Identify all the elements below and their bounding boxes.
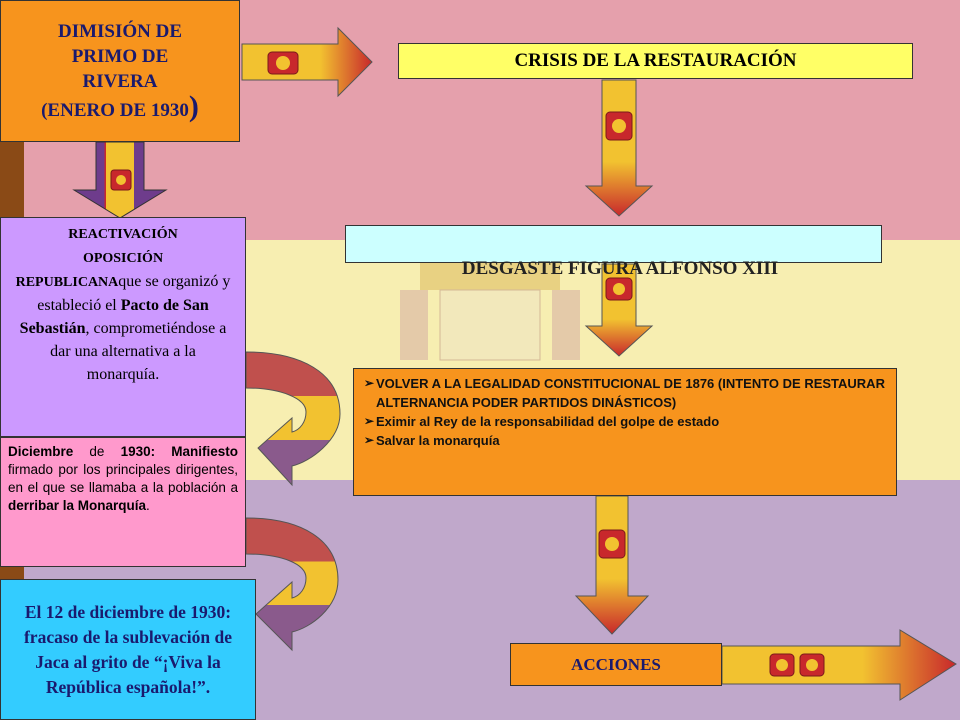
- coat-of-arms-icon: [605, 277, 633, 301]
- volver-item-1: VOLVER A LA LEGALIDAD CONSTITUCIONAL DE …: [376, 376, 885, 410]
- dimision-line4: (ENERO DE 1930): [41, 92, 199, 123]
- coat-of-arms-icon: [769, 653, 825, 677]
- dimision-date: (ENERO DE 1930: [41, 100, 189, 121]
- volver-item-3: Salvar la monarquía: [376, 433, 500, 448]
- dimision-line1: DIMISIÓN DE: [57, 21, 183, 42]
- reactivacion-box: REACTIVACIÓN OPOSICIÓN REPUBLICANAque se…: [0, 217, 246, 437]
- dimision-box: DIMISIÓN DE PRIMO DE RIVERA (ENERO DE 19…: [0, 0, 240, 142]
- list-item: ➢Salvar la monarquía: [364, 431, 886, 450]
- diciembre-bold2: 1930:: [120, 444, 156, 459]
- arrow-bullet-icon: ➢: [364, 376, 375, 390]
- diciembre-text4: .: [146, 498, 150, 513]
- reactivacion-pacto: Pacto de San Sebastián: [19, 297, 209, 337]
- arrow-dimision-reactivacion: [72, 141, 168, 219]
- reactivacion-title2: OPOSICIÓN: [82, 251, 164, 266]
- dimision-line2: PRIMO DE: [71, 46, 169, 67]
- reactivacion-text2: , comprometiéndose a dar una alternativa…: [50, 320, 227, 383]
- arrow-acciones-right: [721, 629, 957, 701]
- list-item: ➢Eximir al Rey de la responsabilidad del…: [364, 412, 886, 431]
- volver-item-2: Eximir al Rey de la responsabilidad del …: [376, 414, 720, 429]
- jaca-text: El 12 de diciembre de 1930: fracaso de l…: [23, 601, 233, 697]
- list-item: ➢VOLVER A LA LEGALIDAD CONSTITUCIONAL DE…: [364, 374, 886, 412]
- coat-of-arms-icon: [267, 51, 299, 75]
- reactivacion-title3: REPUBLICANA: [15, 275, 119, 290]
- volver-list: ➢VOLVER A LA LEGALIDAD CONSTITUCIONAL DE…: [364, 374, 886, 450]
- arrow-volver-acciones: [574, 495, 650, 635]
- coat-of-arms-icon: [598, 529, 626, 559]
- curved-arrow-reactivacion-diciembre: [245, 351, 341, 487]
- coat-of-arms-icon: [110, 169, 132, 191]
- crisis-label: CRISIS DE LA RESTAURACIÓN: [514, 50, 797, 71]
- reactivacion-text1: que se organizó y estableció el: [37, 273, 231, 314]
- diciembre-text1: de: [73, 444, 121, 459]
- crisis-box: CRISIS DE LA RESTAURACIÓN: [398, 43, 913, 79]
- arrow-bullet-icon: ➢: [364, 433, 375, 447]
- desgaste-label: DESGASTE FIGURA ALFONSO XIII: [461, 258, 779, 279]
- acciones-box: ACCIONES: [510, 643, 722, 686]
- reactivacion-title1: REACTIVACIÓN: [68, 227, 178, 242]
- arrow-desgaste-volver: [584, 263, 654, 357]
- volver-box: ➢VOLVER A LA LEGALIDAD CONSTITUCIONAL DE…: [353, 368, 897, 496]
- arrow-bullet-icon: ➢: [364, 414, 375, 428]
- dimision-line3: RIVERA: [82, 71, 158, 92]
- curved-arrow-diciembre-jaca: [245, 517, 339, 652]
- desgaste-box: [345, 225, 882, 263]
- diciembre-text3: firmado por los principales dirigentes, …: [8, 462, 238, 495]
- jaca-box: El 12 de diciembre de 1930: fracaso de l…: [0, 579, 256, 720]
- arrow-dimision-crisis: [241, 26, 373, 98]
- diciembre-text2: [155, 444, 171, 459]
- diciembre-box: Diciembre de 1930: Manifiesto firmado po…: [0, 437, 246, 567]
- coat-of-arms-icon: [605, 111, 633, 141]
- diciembre-bold1: Diciembre: [8, 444, 74, 459]
- diciembre-bold3: Manifiesto: [171, 444, 238, 459]
- arrow-crisis-desgaste: [584, 79, 654, 217]
- acciones-label: ACCIONES: [571, 654, 661, 674]
- dimision-close-paren: ): [188, 90, 199, 123]
- diciembre-bold4: derribar la Monarquía: [8, 498, 147, 513]
